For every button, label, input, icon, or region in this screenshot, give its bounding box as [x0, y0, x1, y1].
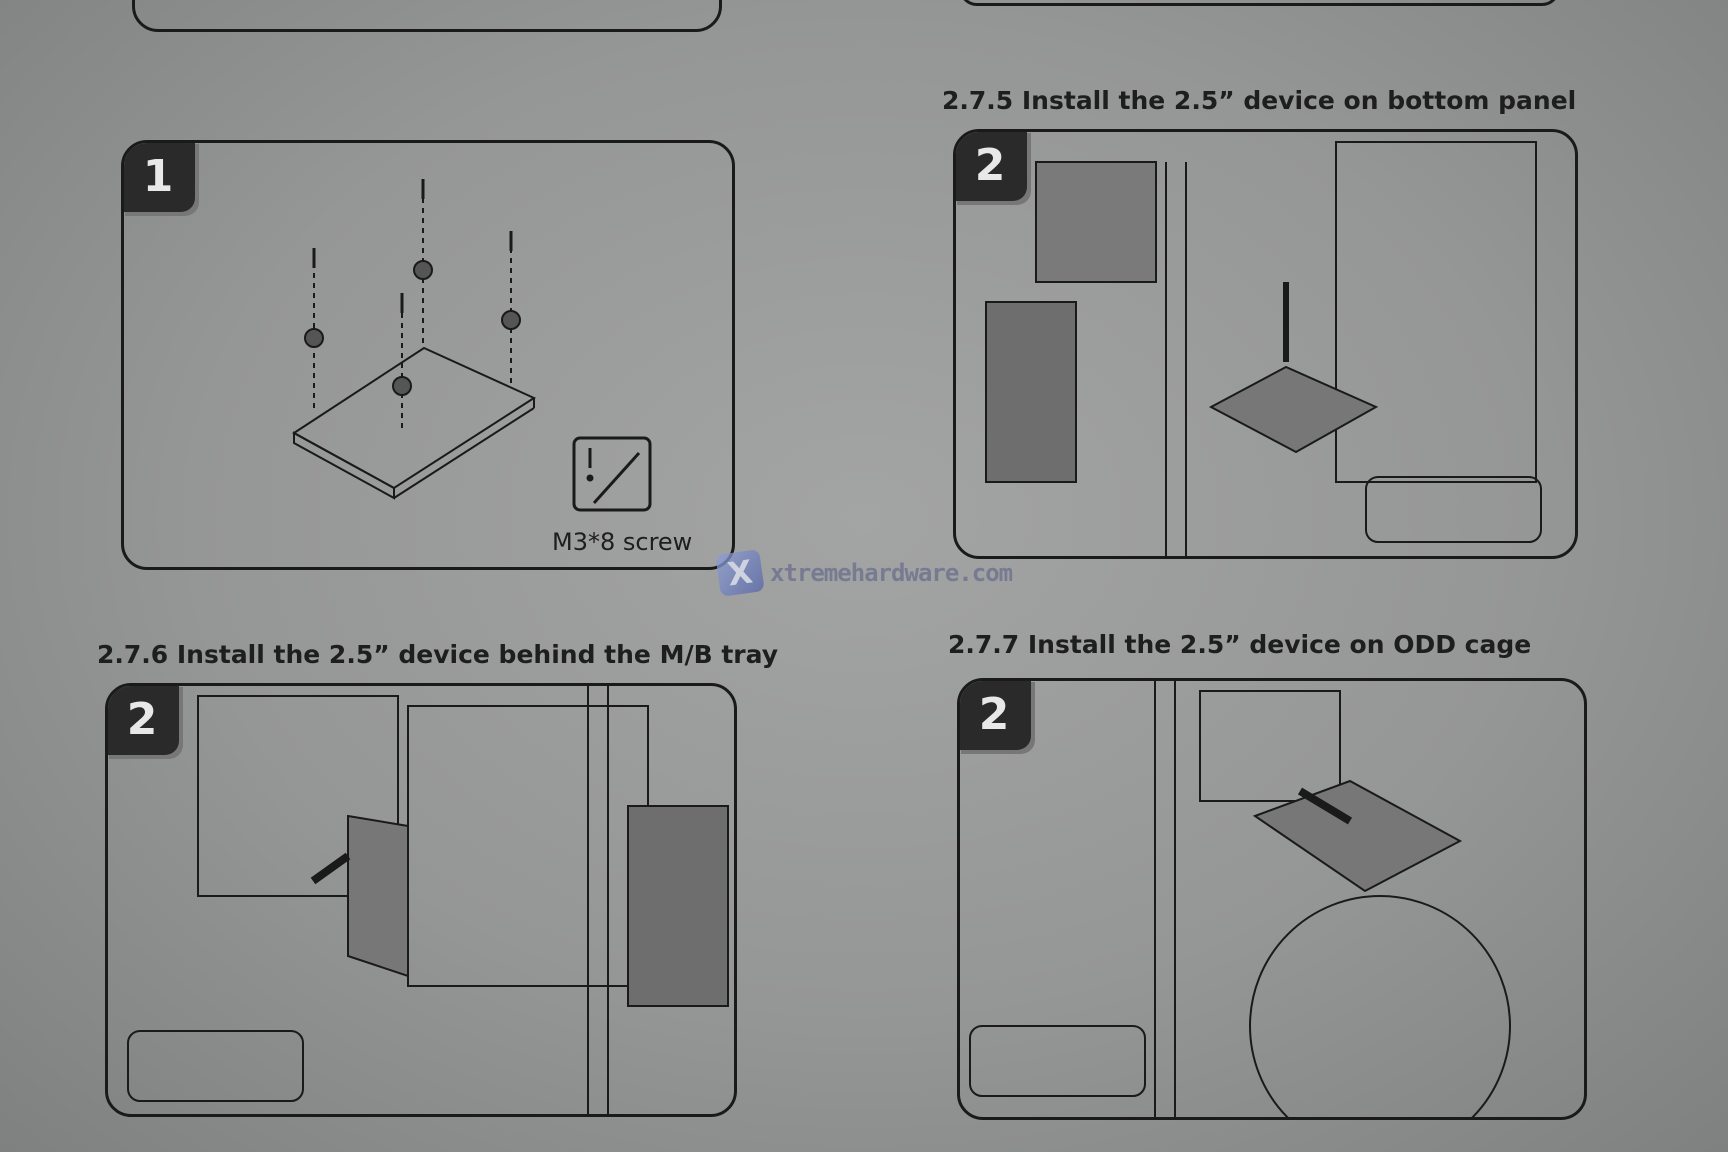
step-badge: 2	[108, 686, 179, 755]
top-right-cutoff-panel	[959, 0, 1560, 6]
panel-step-1: 1 M3*8 screw	[121, 140, 735, 570]
watermark-logo-icon: X	[715, 549, 765, 597]
bottom-panel-diagram	[985, 141, 1542, 556]
section-title-2-7-5: 2.7.5 Install the 2.5” device on bottom …	[942, 86, 1577, 115]
top-left-cutoff-panel	[132, 0, 722, 32]
mb-tray-diagram	[127, 686, 729, 1114]
watermark: X xtremehardware.com	[715, 549, 1013, 597]
section-title-2-7-7: 2.7.7 Install the 2.5” device on ODD cag…	[948, 630, 1532, 659]
screwdriver-warning-icon	[572, 436, 652, 512]
panel-2-7-6: 2	[105, 683, 737, 1117]
panel-2-7-7: 2	[957, 678, 1587, 1120]
screw-caption: M3*8 screw	[552, 528, 693, 556]
step-badge: 2	[960, 681, 1031, 750]
section-title-2-7-6: 2.7.6 Install the 2.5” device behind the…	[97, 640, 779, 669]
watermark-text: xtremehardware.com	[770, 559, 1013, 587]
step-badge: 2	[956, 132, 1027, 201]
step-badge: 1	[124, 143, 195, 212]
panel-2-7-5: 2	[953, 129, 1578, 559]
odd-cage-diagram	[969, 681, 1511, 1117]
ssd-screw-diagram	[292, 179, 652, 512]
